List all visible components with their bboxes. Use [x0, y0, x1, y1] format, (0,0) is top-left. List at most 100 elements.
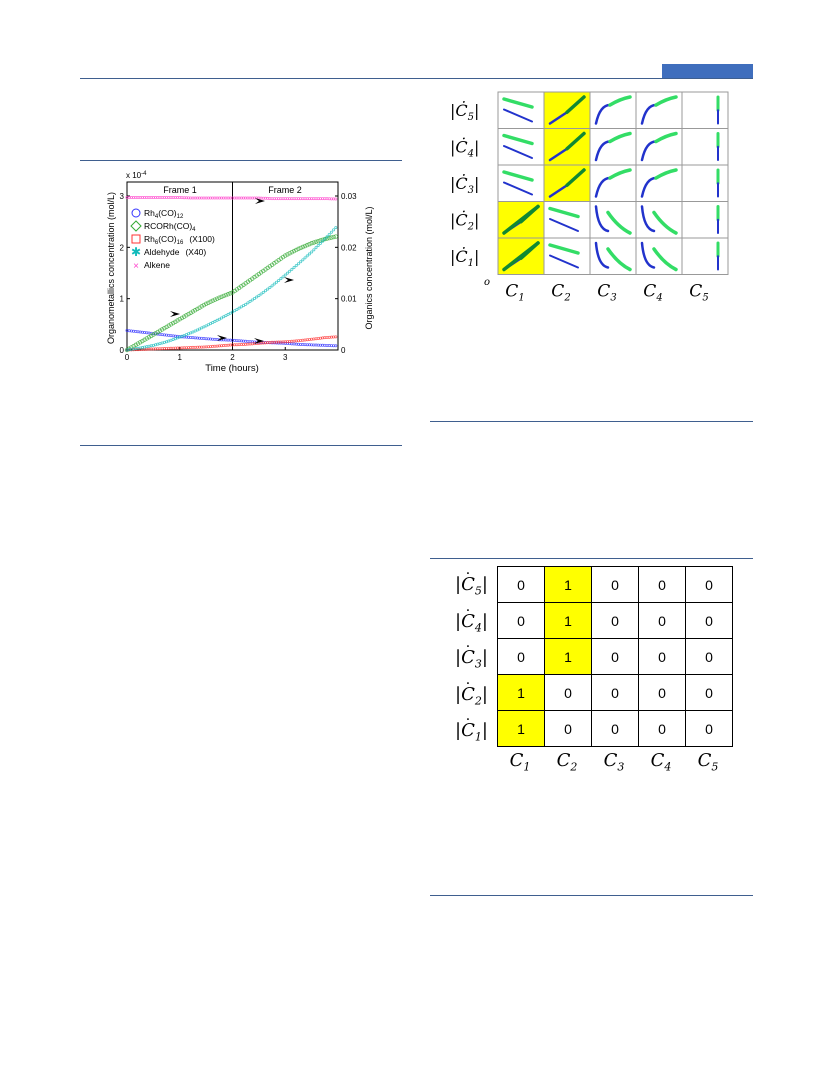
- data-point: [302, 243, 308, 249]
- table-cell: 0: [685, 566, 733, 603]
- table-cell: 0: [591, 638, 639, 675]
- table-cell: 0: [544, 710, 592, 747]
- arrow-to-right-axis: [284, 277, 294, 283]
- data-point: [270, 284, 274, 288]
- grid-cell: [635, 128, 683, 166]
- data-point: [266, 287, 270, 291]
- data-point: [324, 236, 330, 241]
- data-point: [146, 334, 152, 340]
- data-point: [144, 336, 149, 341]
- data-point: [140, 338, 145, 344]
- col-label: C4: [650, 750, 672, 774]
- data-point: [292, 266, 296, 270]
- grid-cell: [681, 201, 729, 239]
- col-label: C4: [643, 282, 662, 304]
- data-point: [303, 256, 307, 260]
- star-marker-icon: ✱: [131, 245, 141, 259]
- data-point: [177, 316, 182, 322]
- data-point: [198, 327, 202, 331]
- grid-cell: [589, 164, 637, 202]
- legend-item: Rh6(CO)16(X100): [131, 234, 215, 246]
- col-label: C3: [597, 282, 616, 304]
- data-point: [332, 228, 336, 232]
- table-cell: 1: [497, 674, 545, 711]
- col-label: C5: [697, 750, 719, 774]
- data-point: [239, 305, 243, 309]
- col-label: C2: [551, 282, 570, 304]
- series-rh6-co-16-x100-: [125, 335, 338, 352]
- x-tick-label: 0: [125, 353, 130, 362]
- data-point: [142, 337, 147, 342]
- table-cell: 0: [591, 566, 639, 603]
- data-point: [153, 331, 158, 336]
- data-point: [214, 296, 220, 301]
- data-point: [195, 306, 200, 312]
- left-tick-label: 0: [120, 346, 125, 355]
- data-point: [191, 330, 195, 334]
- data-point: [307, 252, 311, 256]
- table-cell: 0: [544, 674, 592, 711]
- header-tab: [662, 64, 753, 78]
- data-point: [327, 233, 331, 237]
- right-tick-label: 0.02: [341, 243, 357, 252]
- data-point: [259, 292, 263, 296]
- grid-cell: [497, 164, 545, 202]
- grid-cell: [543, 91, 591, 129]
- data-point: [206, 300, 211, 305]
- grid-cell: [543, 201, 591, 239]
- data-point: [325, 235, 329, 239]
- data-point: [133, 342, 138, 348]
- grid-cell: [635, 91, 683, 129]
- table-cell: 1: [544, 638, 592, 675]
- data-point: [210, 298, 215, 303]
- data-point: [331, 234, 336, 240]
- data-point: [241, 304, 245, 308]
- series-rcorh-co-4: [124, 234, 339, 353]
- data-point: [294, 264, 298, 268]
- grid-cell: [543, 164, 591, 202]
- table-cell: 0: [591, 674, 639, 711]
- data-point: [168, 322, 174, 327]
- arrow-to-left-axis-3: [254, 338, 264, 344]
- data-point: [148, 333, 154, 339]
- data-point: [162, 325, 167, 331]
- table-cell: 0: [685, 710, 733, 747]
- legend-label: Rh4(CO)12: [144, 208, 184, 220]
- data-point: [188, 310, 193, 315]
- table-cell: 0: [685, 674, 733, 711]
- data-point: [314, 246, 318, 250]
- series-aldehyde-x40-: [125, 226, 338, 352]
- data-point: [301, 258, 305, 262]
- rule-left-1: [80, 160, 402, 161]
- data-point: [322, 236, 328, 242]
- data-point: [170, 320, 176, 326]
- row-label: |C·2|: [455, 675, 488, 708]
- legend-label: Rh6(CO)16(X100): [144, 234, 215, 246]
- data-point: [208, 299, 213, 304]
- row-label: |C·5|: [455, 566, 488, 598]
- table-cell: 0: [497, 566, 545, 603]
- left-tick-label: 1: [120, 295, 125, 304]
- x-marker-icon: ×: [133, 261, 139, 272]
- left-tick-label: 3: [120, 192, 125, 201]
- row-label: |Ċ2|: [450, 210, 479, 233]
- data-point: [235, 307, 239, 311]
- data-point: [312, 248, 316, 252]
- table-cell: 0: [638, 602, 686, 639]
- data-point: [255, 295, 259, 299]
- data-point: [334, 344, 338, 348]
- data-point: [186, 311, 191, 317]
- data-point: [316, 238, 321, 244]
- legend-label: Alkene: [144, 260, 170, 270]
- data-point: [285, 252, 290, 257]
- data-point: [192, 308, 198, 313]
- data-point: [313, 239, 319, 245]
- data-point: [309, 241, 314, 246]
- data-point: [223, 292, 229, 298]
- table-cell: 1: [544, 602, 592, 639]
- data-point: [281, 275, 285, 279]
- data-point: [159, 327, 165, 332]
- data-point: [283, 273, 287, 277]
- data-point: [285, 271, 289, 275]
